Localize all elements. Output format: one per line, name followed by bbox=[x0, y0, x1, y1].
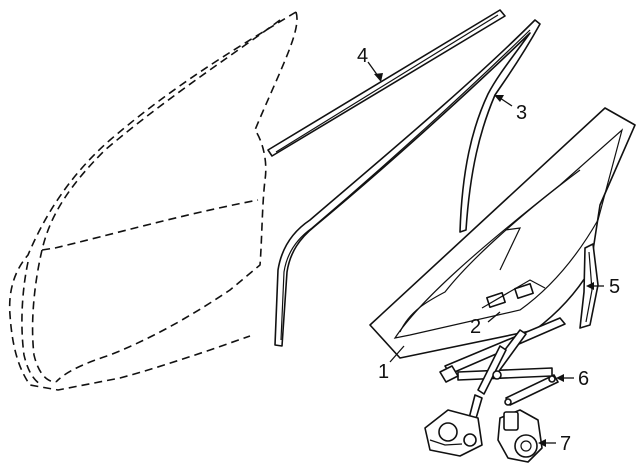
callout-7: 7 bbox=[560, 433, 571, 455]
glass-clip-right bbox=[514, 282, 534, 300]
door-shell-outline bbox=[8, 11, 298, 391]
callout-3: 3 bbox=[516, 102, 527, 124]
callout-5: 5 bbox=[609, 276, 620, 298]
leader-lines bbox=[367, 61, 604, 447]
part-6-regulator-rail bbox=[504, 374, 559, 406]
part-1-door-glass bbox=[369, 107, 636, 359]
callout-6: 6 bbox=[578, 368, 589, 390]
part-4-roof-molding bbox=[267, 9, 506, 157]
part-7-window-motor bbox=[497, 409, 543, 463]
regulator-motor-bracket bbox=[424, 409, 483, 457]
part-3-run-channel bbox=[274, 19, 541, 347]
callout-4: 4 bbox=[357, 45, 368, 67]
callout-1: 1 bbox=[378, 361, 389, 383]
callout-2: 2 bbox=[470, 316, 481, 338]
